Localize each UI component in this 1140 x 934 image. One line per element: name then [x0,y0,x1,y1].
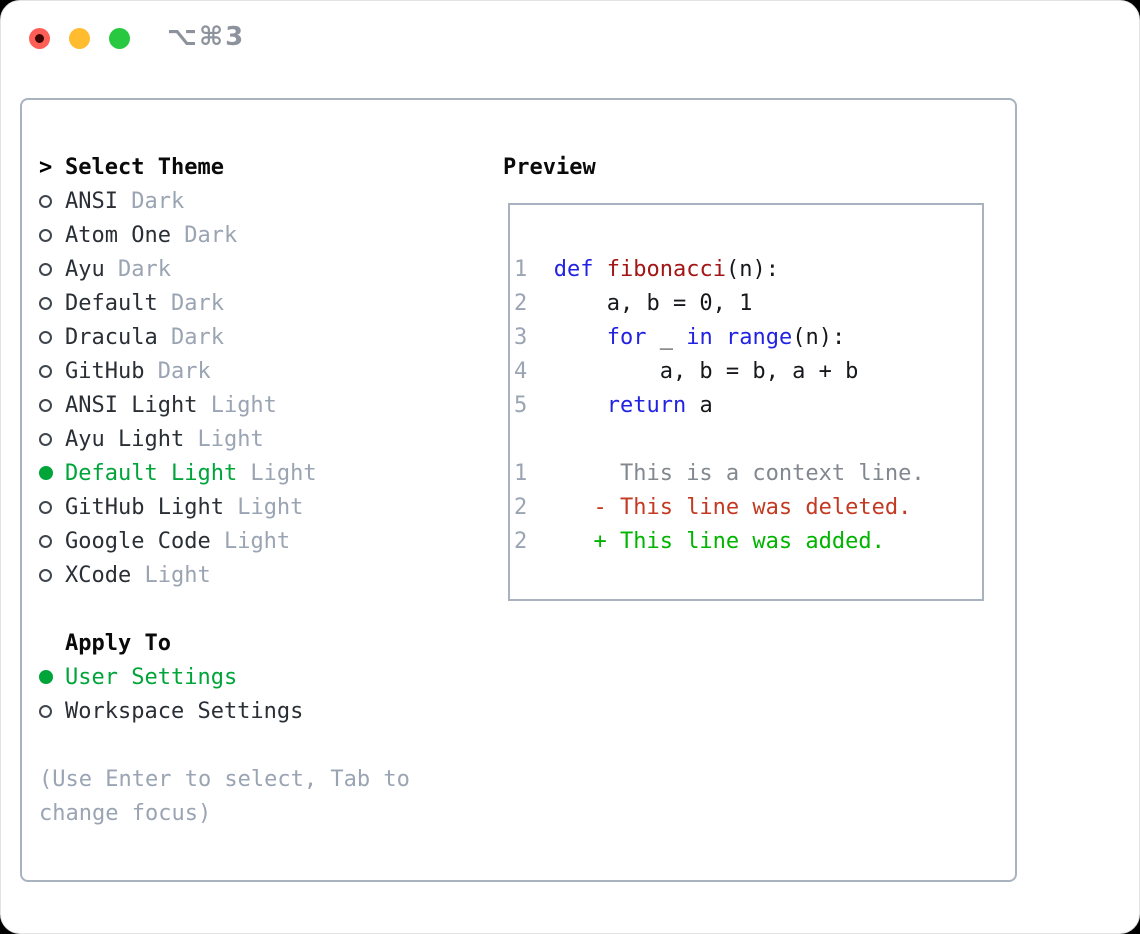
theme-variant: Dark [117,188,185,214]
traffic-lights [29,28,130,49]
theme-variant: Light [210,528,291,554]
theme-name: Default Light [65,460,238,486]
preview-code-line: 2 a, b = 0, 1 [514,290,753,316]
preview-code-line: 5 return a [514,392,713,418]
radio-selected-icon [39,466,53,480]
select-theme-header: Select Theme [65,154,224,180]
window-shortcut-label: ⌥⌘3 [167,22,246,52]
theme-name: Dracula [65,324,158,350]
apply-to-option[interactable]: User Settings [39,660,410,694]
theme-variant: Dark [157,290,224,316]
theme-option[interactable]: GitHub Dark [39,354,410,388]
theme-name: GitHub Light [65,494,224,520]
spacer-row [39,592,410,626]
theme-option[interactable]: ANSI Light Light [39,388,410,422]
radio-icon [39,194,52,208]
radio-icon [39,568,52,582]
apply-to-label: User Settings [65,664,238,690]
hint-line-1: (Use Enter to select, Tab to [39,766,410,792]
radio-icon [39,704,52,718]
radio-icon [39,330,52,344]
theme-variant: Light [184,426,264,452]
theme-name: Ayu [65,256,105,282]
theme-variant: Dark [104,256,171,282]
theme-option[interactable]: Atom One Dark [39,218,410,252]
select-theme-header-row: > Select Theme [39,150,410,184]
preview-code-line: 1 def fibonacci(n): [514,256,779,282]
preview-code-line [514,422,925,456]
theme-option[interactable]: Ayu Light Light [39,422,410,456]
minimize-button[interactable] [69,28,90,49]
close-button[interactable] [29,28,50,49]
radio-icon [39,432,52,446]
radio-icon [39,500,52,514]
theme-option[interactable]: GitHub Light Light [39,490,410,524]
theme-name: GitHub [65,358,145,384]
radio-icon [39,296,52,310]
theme-option[interactable]: XCode Light [39,558,410,592]
theme-name: Default [65,290,158,316]
preview-code-line: 3 for _ in range(n): [514,324,846,350]
radio-icon [39,398,52,412]
apply-to-option[interactable]: Workspace Settings [39,694,410,728]
preview-code-line: 4 a, b = b, a + b [514,358,859,384]
preview-box: 1 def fibonacci(n): 2 a, b = 0, 1 3 for _ … [508,203,984,601]
hint-line-2: change focus) [39,800,212,826]
radio-icon [39,262,52,276]
theme-option[interactable]: Default Dark [39,286,410,320]
radio-icon [39,228,52,242]
spacer-row [39,728,410,762]
radio-selected-icon [39,670,53,684]
preview-header: Preview [503,154,596,180]
theme-variant: Light [197,392,277,418]
preview-code: 1 def fibonacci(n): 2 a, b = 0, 1 3 for _ … [514,252,925,558]
theme-option[interactable]: Ayu Dark [39,252,410,286]
radio-icon [39,364,52,378]
theme-variant: Light [237,460,317,486]
radio-icon [39,534,52,548]
preview-code-line: 2 + This line was added. [514,528,885,554]
apply-to-label: Workspace Settings [65,698,304,724]
zoom-button[interactable] [109,28,130,49]
preview-code-line: 2 - This line was deleted. [514,494,912,520]
apply-to-header-row: Apply To [39,626,410,660]
theme-option[interactable]: Google Code Light [39,524,410,558]
theme-name: Atom One [65,222,171,248]
theme-variant: Dark [170,222,238,248]
apply-to-header: Apply To [65,630,171,656]
theme-option[interactable]: Default Light Light [39,456,410,490]
theme-variant: Light [223,494,304,520]
theme-variant: Dark [144,358,211,384]
theme-variant: Light [131,562,211,588]
prompt-icon: > [39,154,53,180]
theme-name: ANSI [65,188,118,214]
theme-option[interactable]: Dracula Dark [39,320,410,354]
theme-name: Ayu Light [65,426,185,452]
theme-option[interactable]: ANSI Dark [39,184,410,218]
theme-variant: Dark [157,324,224,350]
theme-name: Google Code [65,528,211,554]
preview-code-line: 1 This is a context line. [514,460,925,486]
theme-name: XCode [65,562,132,588]
theme-name: ANSI Light [65,392,198,418]
